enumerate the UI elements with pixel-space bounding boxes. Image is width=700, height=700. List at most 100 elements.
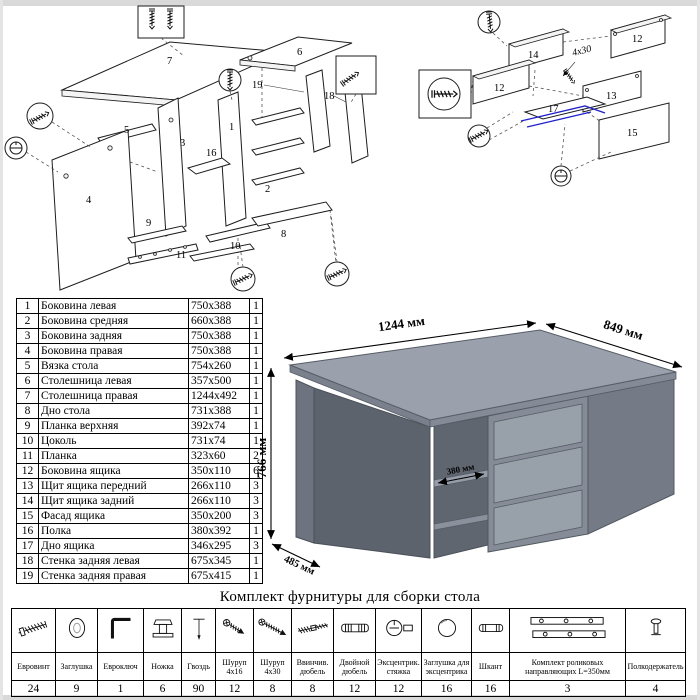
part-label-4: 4 xyxy=(86,195,92,206)
hardware-icons-row xyxy=(11,608,686,653)
part-num: 16 xyxy=(16,523,39,539)
svg-text:4x30: 4x30 xyxy=(571,44,593,59)
part-label-8: 8 xyxy=(281,229,286,240)
hw-qty: 8 xyxy=(253,680,292,697)
dim-width-label: 1244 мм xyxy=(377,313,426,334)
part-name: Фасад ящика xyxy=(38,508,189,524)
screw-size-note: 4x30 xyxy=(562,44,593,85)
part-size: 380x392 xyxy=(188,523,250,539)
drawer-rail-3 xyxy=(251,167,305,186)
dim-line-width xyxy=(283,320,537,361)
part-size: 750x388 xyxy=(188,298,250,314)
callout-eurobolt-box xyxy=(418,69,472,119)
nail-icon xyxy=(183,609,215,647)
hw-name: Заглушка для эксцентрика xyxy=(421,652,472,681)
part-label-18: 18 xyxy=(324,91,335,102)
part-num: 17 xyxy=(16,538,39,554)
part-name: Вязка стола xyxy=(38,358,189,374)
dim-depth-label: 849 мм xyxy=(602,316,645,343)
page-margin xyxy=(697,0,700,700)
drawer-rail-1 xyxy=(251,107,305,126)
part-num: 5 xyxy=(16,358,39,374)
part-name: Полка xyxy=(38,523,189,539)
panel-side-right xyxy=(51,129,137,291)
hw-name: Гвоздь xyxy=(181,652,216,681)
hw-qty: 4 xyxy=(625,680,686,697)
hw-qty: 24 xyxy=(11,680,56,697)
hw-name: Эксцентрик. стяжка xyxy=(375,652,422,681)
part-label-12a: 12 xyxy=(632,34,643,45)
part-name: Дно стола xyxy=(38,403,189,419)
roller-guide-rail xyxy=(127,243,199,265)
part-name: Щит ящика задний xyxy=(38,493,189,509)
drawer-facade xyxy=(598,102,670,160)
exploded-view-drawer: 4x30 14 12 12 13 17 15 xyxy=(418,10,673,187)
part-qty: 1 xyxy=(249,358,263,374)
part-size: 675x415 xyxy=(188,568,250,584)
hw-qty: 12 xyxy=(215,680,254,697)
hardware-qty-row: 24 9 1 6 90 12 8 8 12 12 16 16 3 4 xyxy=(11,680,686,697)
callout-screws-box xyxy=(137,5,185,57)
part-num: 2 xyxy=(16,313,39,329)
part-num: 8 xyxy=(16,403,39,419)
dim-line-depth xyxy=(545,322,683,369)
part-size: 731x74 xyxy=(188,433,250,449)
part-label-14: 14 xyxy=(528,50,539,61)
dim-line-shelf xyxy=(437,471,485,486)
hw-name: Двойной дюбель xyxy=(333,652,376,681)
hardware-kit-title: Комплект фурнитуры для сборки стола xyxy=(219,589,481,605)
panel-side-middle xyxy=(217,91,247,227)
hw-name: Евровинт xyxy=(11,652,56,681)
desk-body xyxy=(288,329,677,559)
part-name: Цоколь xyxy=(38,433,189,449)
hw-qty: 12 xyxy=(333,680,376,697)
part-label-1: 1 xyxy=(229,122,234,133)
eurobolt-icon xyxy=(15,609,53,647)
part-num: 11 xyxy=(16,448,39,464)
screw-short-icon xyxy=(217,609,253,647)
part-label-10: 10 xyxy=(230,241,241,252)
page-margin xyxy=(0,695,700,700)
callout-screw-top xyxy=(218,68,242,101)
callout-screw-bottom xyxy=(230,245,256,292)
part-name: Боковина ящика xyxy=(38,463,189,479)
desk-open-compartment xyxy=(433,415,489,559)
callout-cam xyxy=(4,136,59,173)
part-label-16: 16 xyxy=(206,148,217,159)
part-size: 350x110 xyxy=(188,463,250,479)
hw-qty: 16 xyxy=(471,680,510,697)
part-size: 675x345 xyxy=(188,553,250,569)
desk-kneehole xyxy=(313,387,431,559)
part-label-19: 19 xyxy=(252,80,263,91)
drawer-front-3 xyxy=(493,489,583,546)
part-size: 392x74 xyxy=(188,418,250,434)
page-margin xyxy=(0,0,3,700)
hw-name: Ввинчив. дюбель xyxy=(291,652,334,681)
roller-guides-icon xyxy=(516,609,620,647)
panel-side-back xyxy=(157,97,187,237)
callout-confirmat xyxy=(26,102,93,149)
part-label-9: 9 xyxy=(146,218,151,229)
hw-qty: 90 xyxy=(181,680,216,697)
hw-qty: 6 xyxy=(143,680,182,697)
desk-left-panel xyxy=(295,379,315,544)
hw-qty: 8 xyxy=(291,680,334,697)
part-label-2: 2 xyxy=(265,184,270,195)
part-size: 357x500 xyxy=(188,373,250,389)
hw-name: Шуруп 4x16 xyxy=(215,652,254,681)
hw-name: Шуруп 4x30 xyxy=(253,652,292,681)
part-label-12b: 12 xyxy=(494,83,505,94)
hardware-names-row: Евровинт Заглушка Евроключ Ножка Гвоздь … xyxy=(11,652,686,681)
panel-back-right xyxy=(305,69,331,153)
